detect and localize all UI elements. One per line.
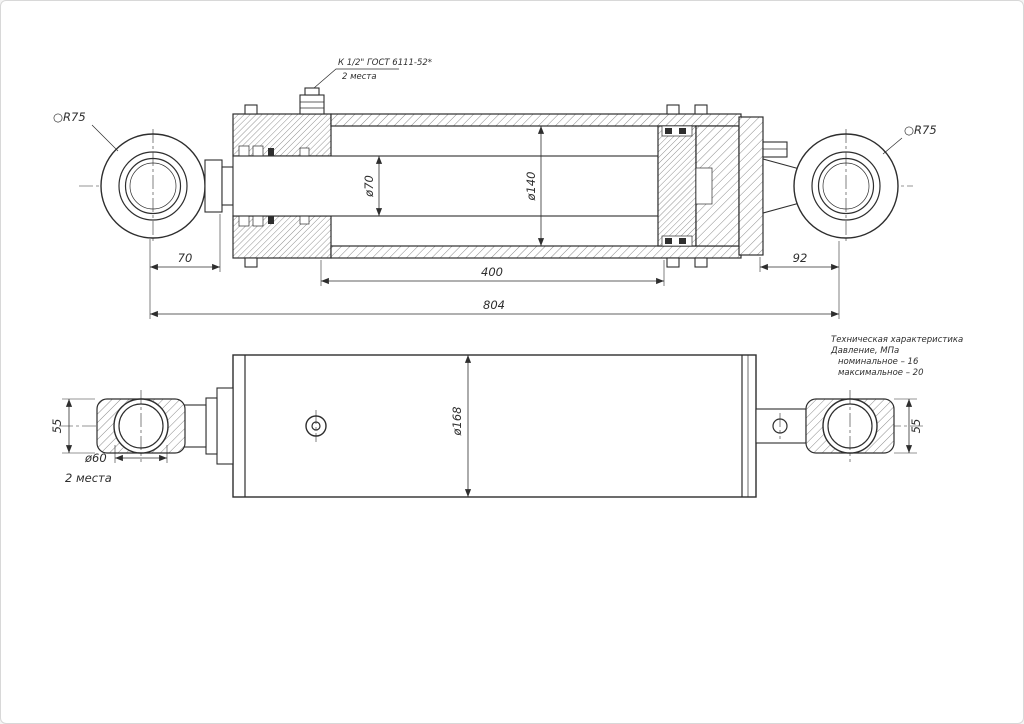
eye-hole-places-note: 2 места [65,471,112,485]
dim-bore-diameter: ø140 [524,172,538,202]
tech-spec-line2: номинальное – 16 [838,357,919,367]
bottom-view-dimensions: 55 ø60 2 места 55 ø168 [50,355,923,497]
port-boss [305,410,327,442]
dim-eye-hole-diameter: ø60 [84,451,107,465]
tech-spec-line3: максимальное – 20 [838,368,923,378]
bottom-view-external: 55 ø60 2 места 55 ø168 Техническая харак… [50,335,963,498]
right-rod-eye [793,129,899,243]
dim-rod-diameter: ø70 [362,175,376,198]
left-eye-hub [96,390,186,462]
dim-55-right: 55 [909,419,923,434]
right-radius-label: ○R75 [904,123,937,137]
tech-spec-title: Техническая характеристика [831,335,963,345]
right-radius-callout: ○R75 [882,123,937,155]
dim-400: 400 [481,265,503,279]
dim-804: 804 [483,298,505,312]
dim-92: 92 [793,251,808,265]
rod-outside [183,404,207,448]
cylinder-section [232,104,808,268]
rear-cap [738,116,764,256]
port-leader [313,68,399,89]
port-note-line1: К 1/2" ГОСТ 6111-52* [338,58,432,68]
top-view-section: ○R75 [53,58,937,319]
tube-wall-top [330,113,742,127]
dim-outer-diameter: ø168 [450,407,464,437]
dim-70: 70 [178,251,193,265]
piston [657,125,697,247]
rod-end-connector [204,159,234,213]
top-view-dimensions: 70 400 92 804 ø70 ø140 [149,126,840,319]
piston-rod [232,155,659,217]
left-radius-callout: ○R75 [53,110,119,152]
port-fitting: К 1/2" ГОСТ 6111-52* 2 места [299,58,432,115]
right-eye-hub [805,390,895,462]
tech-spec-line1: Давление, МПа [830,346,899,356]
rear-lug [762,141,788,158]
right-bracket [755,408,807,444]
left-radius-label: ○R75 [53,110,86,124]
port-note-line2: 2 места [342,72,377,82]
tech-spec-block: Техническая характеристика Давление, МПа… [830,335,963,378]
dim-55-left: 55 [50,419,64,434]
left-rod-eye [100,129,206,243]
tube-wall-bottom [330,245,742,259]
front-gland-outside [183,387,234,465]
